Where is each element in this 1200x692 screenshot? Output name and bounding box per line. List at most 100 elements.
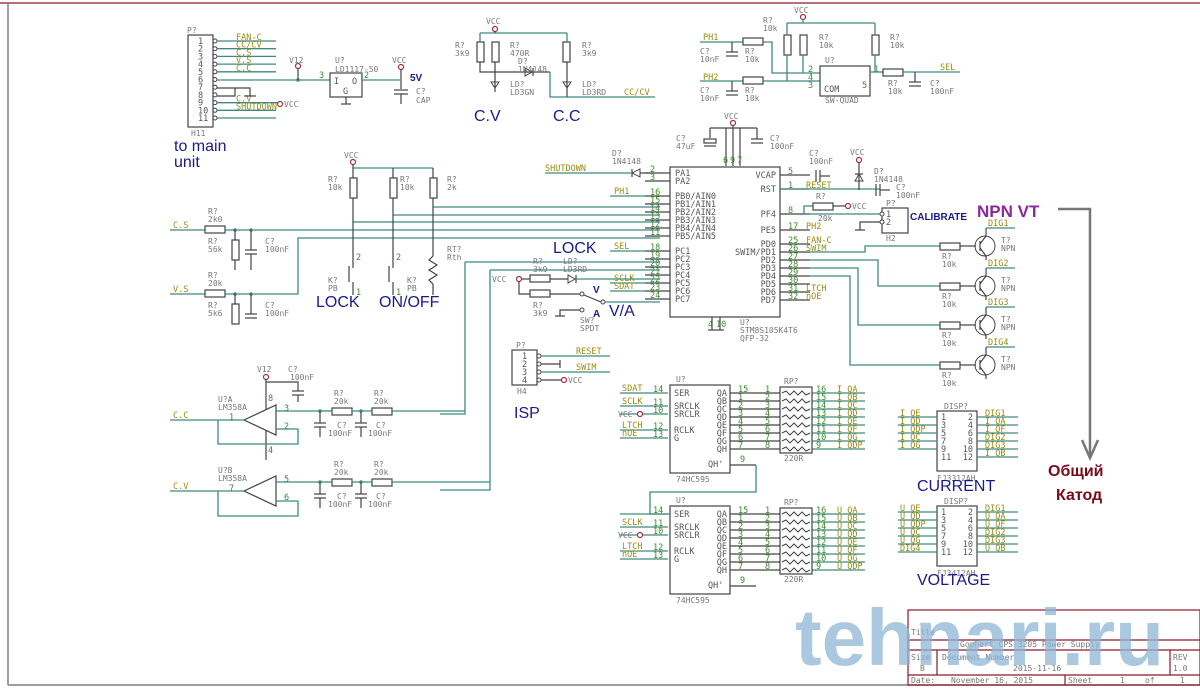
pin-icon bbox=[212, 115, 218, 121]
r-val: 20k bbox=[818, 214, 833, 223]
pin-name: PC6 bbox=[675, 287, 690, 297]
pin-label: 1 bbox=[396, 288, 401, 298]
c-val: 100nF bbox=[896, 191, 920, 200]
ld-ref: LD? bbox=[563, 257, 578, 266]
pin-number: 6 bbox=[765, 546, 770, 556]
pin-name: PB0/AIN0 bbox=[675, 192, 716, 202]
d-ref: D? bbox=[612, 149, 622, 158]
pin-icon bbox=[212, 38, 218, 44]
switch-contact-icon bbox=[600, 299, 606, 305]
pin-name: G bbox=[674, 434, 679, 444]
r-val: 20k bbox=[208, 279, 223, 288]
ic-ref: U? bbox=[676, 375, 686, 384]
vcc-port-icon bbox=[729, 119, 737, 127]
pin-name: QE bbox=[717, 421, 727, 431]
doc-label: Document Number bbox=[942, 653, 1014, 662]
pin-name: PB5/AIN5 bbox=[675, 232, 716, 242]
net-label: LTCH bbox=[622, 542, 642, 552]
c-ref: C? bbox=[700, 86, 710, 95]
date-label: Date: bbox=[911, 676, 935, 685]
pin-number: 11 bbox=[653, 398, 663, 408]
net-label: PH1 bbox=[614, 187, 629, 197]
pin-name: PB1/AIN1 bbox=[675, 200, 716, 210]
c-val: 100nF bbox=[290, 373, 314, 382]
led-green-icon bbox=[490, 81, 500, 89]
r-ref: R? bbox=[888, 79, 898, 88]
r-val: 3k9 bbox=[533, 309, 548, 318]
label-lock-led: LOCK bbox=[553, 240, 597, 257]
r-ref: R? bbox=[942, 371, 952, 380]
wire bbox=[763, 41, 820, 74]
pin-name: QF bbox=[717, 550, 727, 560]
vcc-port-icon bbox=[397, 63, 405, 71]
switch-contact-icon bbox=[579, 307, 585, 313]
r-val: 3k9 bbox=[582, 49, 597, 58]
pin-name: PD0 bbox=[761, 240, 776, 250]
pin-name: G bbox=[343, 87, 348, 97]
net-label: U QB bbox=[837, 514, 857, 524]
c-ref: C? bbox=[770, 134, 780, 143]
title-value: Gophert CPS-3205 Power Supply bbox=[960, 640, 1100, 649]
r-ref: R? bbox=[890, 33, 900, 42]
r-val: 20k bbox=[334, 397, 349, 406]
sw-ref: SW? bbox=[580, 316, 595, 325]
pin-number: 12 bbox=[816, 538, 826, 548]
r-val: 3k9 bbox=[533, 265, 548, 274]
net-label: FAN-C bbox=[806, 236, 832, 246]
net-label: I QDP bbox=[900, 425, 926, 435]
pin-number: 12 bbox=[816, 417, 826, 427]
sw-quad-body bbox=[819, 65, 871, 97]
pin-number: 11 bbox=[816, 546, 826, 556]
pin-name: QA bbox=[717, 510, 727, 520]
pin-number: 6 bbox=[738, 433, 743, 443]
vcc-port-icon bbox=[844, 202, 852, 210]
pin-number: 1 bbox=[198, 37, 203, 47]
pin-number: 6 bbox=[968, 429, 973, 439]
v12-port-icon bbox=[262, 373, 270, 381]
led-indicator-block: VCC R? 3k9 R? 470R D? 1N4148 R? 3k9 LD? … bbox=[455, 17, 655, 98]
pin-name: SRCLK bbox=[674, 402, 700, 412]
net-label: I QDP bbox=[837, 441, 863, 451]
ld-val: LD3RD bbox=[563, 265, 587, 274]
pin-name: PD5 bbox=[761, 280, 776, 290]
resistor-network-icon bbox=[781, 551, 811, 557]
pin-label: 1 bbox=[874, 65, 879, 75]
opamp-ref: U?A bbox=[218, 395, 233, 404]
label-cathode: Катод bbox=[1056, 487, 1102, 504]
rp-val: 220R bbox=[784, 454, 803, 463]
resistor-network-icon bbox=[781, 430, 811, 436]
pin-number: 7 bbox=[765, 554, 770, 564]
c-ref: C? bbox=[337, 421, 347, 430]
pin-number: 8 bbox=[968, 437, 973, 447]
r-val: 2k bbox=[447, 183, 457, 192]
c-val: 10nF bbox=[700, 94, 719, 103]
resistor-icon bbox=[783, 34, 792, 56]
c-val: 100nF bbox=[368, 429, 392, 438]
pin-number: 8 bbox=[765, 562, 770, 572]
pin-number: 7 bbox=[765, 433, 770, 443]
r-ref: R? bbox=[745, 86, 755, 95]
opamp-section: V12 C? 100nF 8 4 U?A LM358A 1 3 2 C.C U?… bbox=[170, 365, 490, 517]
pin-number: 2 bbox=[522, 360, 527, 370]
c-ref: C? bbox=[265, 301, 275, 310]
r-ref: R? bbox=[763, 16, 773, 25]
r-val: 10k bbox=[745, 94, 760, 103]
net-label: I QE bbox=[837, 417, 857, 427]
resistor-network-body bbox=[779, 507, 813, 575]
pin-number: 15 bbox=[738, 506, 748, 516]
vcc-label: VCC bbox=[568, 376, 583, 385]
spdt-switch-icon[interactable] bbox=[583, 294, 602, 303]
c-ref: C? bbox=[337, 492, 347, 501]
sw-part: SW-QUAD bbox=[825, 96, 859, 105]
pin-name: QB bbox=[717, 518, 727, 528]
pin-icon bbox=[212, 92, 218, 98]
vcc-label: VCC bbox=[852, 202, 867, 211]
pin-icon bbox=[536, 377, 542, 383]
pin-label: 3 bbox=[808, 81, 813, 91]
pin-label: 5 bbox=[862, 81, 867, 91]
pin-number: 9 bbox=[740, 455, 745, 465]
r-val: 3k9 bbox=[455, 49, 470, 58]
pin-name: QD bbox=[717, 534, 727, 544]
